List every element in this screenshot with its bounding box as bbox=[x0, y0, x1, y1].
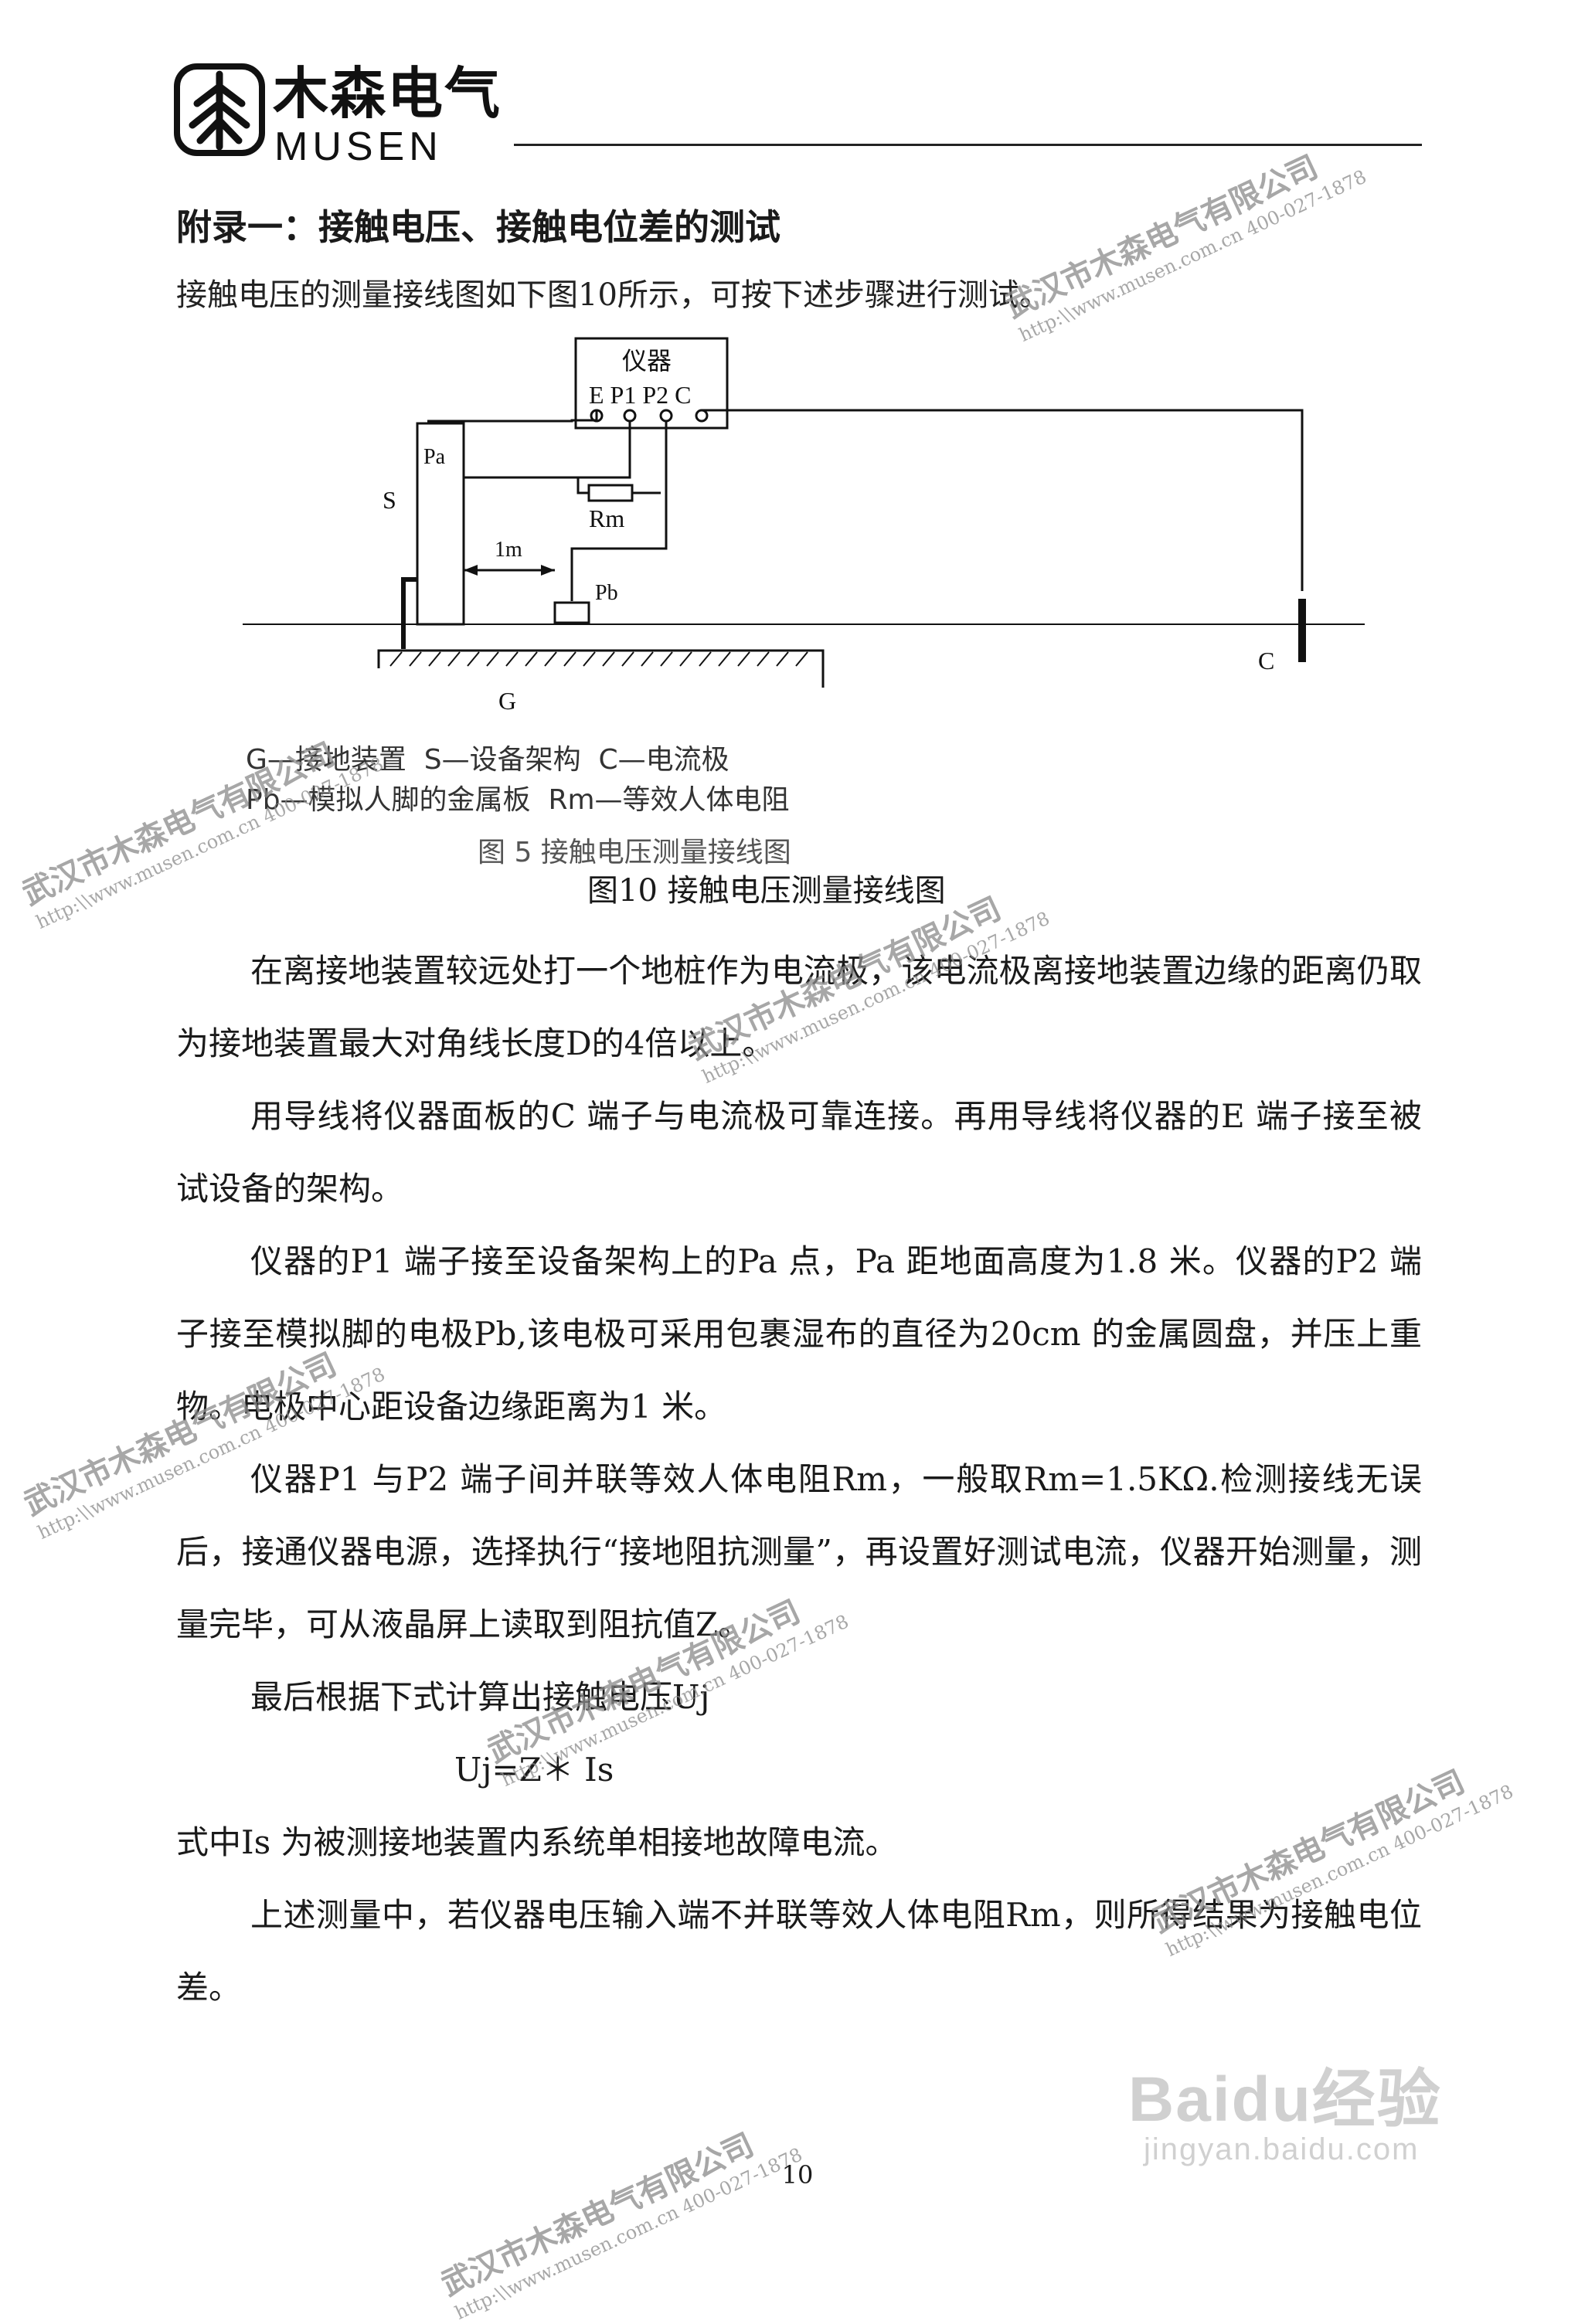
wire-e bbox=[427, 410, 598, 423]
legend-line-1: G—接地装置 S—设备架构 C—电流极 bbox=[246, 744, 729, 776]
paragraph-calc-intro: 最后根据下式计算出接触电压Uj bbox=[250, 1678, 710, 1716]
ground-conductor bbox=[401, 577, 417, 649]
paragraph-rm-measurement: 仪器P1 与P2 端子间并联等效人体电阻Rm，一般取Rm=1.5KΩ.检测接线无… bbox=[176, 1460, 1422, 1643]
instrument-box bbox=[574, 337, 729, 430]
wire-p1 bbox=[464, 421, 631, 479]
logo-chinese-name: 木森电气 bbox=[273, 61, 502, 126]
logo-english-name: MUSEN bbox=[274, 124, 443, 169]
label-s: S bbox=[383, 486, 396, 514]
intro-text: 接触电压的测量接线图如下图10所示，可按下述步骤进行测试。 bbox=[176, 277, 1050, 313]
terminal-p1 bbox=[623, 409, 637, 423]
wire-rm-left bbox=[576, 477, 589, 494]
label-terminals: E P1 P2 C bbox=[589, 381, 691, 409]
terminal-c bbox=[695, 409, 709, 423]
wire-p2 bbox=[570, 421, 668, 601]
label-instrument: 仪器 bbox=[622, 347, 672, 375]
page-number: 10 bbox=[781, 2160, 814, 2190]
header-rule bbox=[514, 144, 1422, 146]
grounding-grid bbox=[377, 649, 825, 688]
company-logo: 木森电气 MUSEN bbox=[174, 61, 506, 168]
paragraph-c-e-wiring: 用导线将仪器面板的C 端子与电流极可靠连接。再用导线将仪器的E 端子接至被试设备… bbox=[176, 1097, 1422, 1208]
label-g: G bbox=[498, 687, 516, 715]
formula: Uj=Z＊ Is bbox=[454, 1751, 614, 1789]
intro-line-cut: 接触电压的测量接线图如下图10所示，可按下述步骤进行测试。 bbox=[176, 272, 1181, 313]
baidu-jingyan-watermark: Baidu经验 jingyan.baidu.com bbox=[1128, 2047, 1515, 2171]
paragraph-p1-p2-wiring: 仪器的P1 端子接至设备架构上的Pa 点，Pa 距地面高度为1.8 米。仪器的P… bbox=[176, 1242, 1422, 1425]
wire-c bbox=[702, 409, 1304, 591]
label-rm: Rm bbox=[589, 505, 624, 532]
baidu-brand: Baidu经验 bbox=[1128, 2064, 1442, 2135]
figure-caption: 图10 接触电压测量接线图 bbox=[587, 873, 946, 909]
legend-line-2: Pb—模拟人脚的金属板 Rm—等效人体电阻 bbox=[246, 784, 790, 816]
plate-pb bbox=[553, 601, 590, 624]
label-pa: Pa bbox=[423, 445, 446, 469]
paragraph-current-electrode: 在离接地装置较远处打一个地桩作为电流极，该电流极离接地装置边缘的距离仍取为接地装… bbox=[176, 952, 1422, 1062]
figure-legend: G—接地装置 S—设备架构 C—电流极 Pb—模拟人脚的金属板 Rm—等效人体电… bbox=[246, 740, 790, 821]
body-text: 在离接地装置较远处打一个地桩作为电流极，该电流极离接地装置边缘的距离仍取为接地装… bbox=[176, 935, 1422, 2024]
figure-original-caption: 图 5 接触电压测量接线图 bbox=[478, 837, 791, 868]
watermark-7: 武汉市木森电气有限公司 http:\\www.musen.com.cn 400-… bbox=[433, 2103, 806, 2324]
contact-voltage-wiring-diagram: 仪器 E P1 P2 C S Pa Rm 1m Pb G C bbox=[243, 337, 1365, 715]
baidu-url: jingyan.baidu.com bbox=[1144, 2132, 1420, 2166]
musen-emblem-icon bbox=[174, 63, 265, 156]
label-distance: 1m bbox=[495, 538, 522, 562]
paragraph-is-definition: 式中Is 为被测接地装置内系统单相接地故障电流。 bbox=[176, 1823, 898, 1861]
current-electrode bbox=[1298, 599, 1306, 662]
appendix-title: 附录一：接触电压、接触电位差的测试 bbox=[176, 206, 780, 248]
label-c: C bbox=[1258, 647, 1274, 674]
label-pb: Pb bbox=[595, 581, 618, 605]
terminal-p2 bbox=[659, 409, 673, 423]
resistor-rm bbox=[587, 484, 634, 502]
paragraph-contact-potential: 上述测量中，若仪器电压输入端不并联等效人体电阻Rm，则所得结果为接触电位差。 bbox=[176, 1896, 1422, 2006]
watermark-2: 武汉市木森电气有限公司 http:\\www.musen.com.cn 400-… bbox=[14, 712, 387, 933]
watermark-company: 武汉市木森电气有限公司 bbox=[435, 2126, 760, 2303]
watermark-1: 武汉市木森电气有限公司 http:\\www.musen.com.cn 400-… bbox=[997, 125, 1370, 346]
